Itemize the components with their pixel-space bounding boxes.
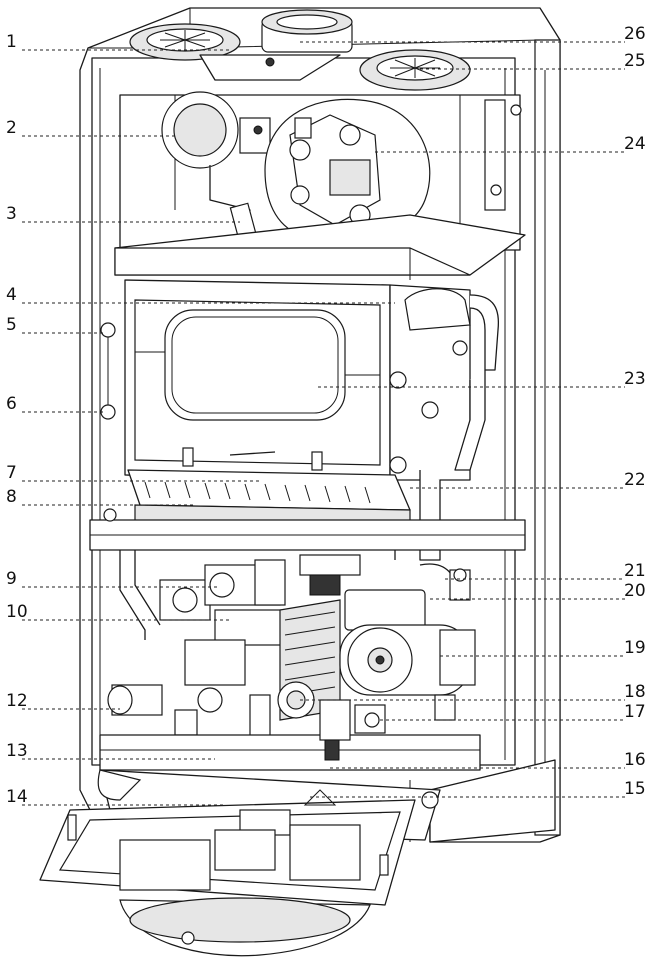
callout-17: 17 bbox=[624, 702, 646, 722]
callout-7: 7 bbox=[6, 463, 17, 483]
flue-outlets bbox=[129, 9, 471, 91]
circulation-pump bbox=[319, 563, 476, 761]
boiler-illustration bbox=[39, 7, 561, 957]
burner-assembly bbox=[89, 469, 526, 551]
callout-14: 14 bbox=[6, 787, 28, 807]
control-panel bbox=[39, 769, 441, 957]
callout-18: 18 bbox=[624, 682, 646, 702]
callout-4: 4 bbox=[6, 285, 17, 305]
combustion-hood bbox=[114, 214, 526, 280]
callout-15: 15 bbox=[624, 779, 646, 799]
callout-1: 1 bbox=[6, 32, 17, 52]
callout-2: 2 bbox=[6, 118, 17, 138]
callout-24: 24 bbox=[624, 134, 646, 154]
callout-6: 6 bbox=[6, 394, 17, 414]
callout-19: 19 bbox=[624, 638, 646, 658]
callout-9: 9 bbox=[6, 569, 17, 589]
callout-5: 5 bbox=[6, 315, 17, 335]
callout-3: 3 bbox=[6, 204, 17, 224]
callout-8: 8 bbox=[6, 487, 17, 507]
callout-22: 22 bbox=[624, 470, 646, 490]
callout-26: 26 bbox=[624, 24, 646, 44]
callout-23: 23 bbox=[624, 369, 646, 389]
fan-compartment bbox=[119, 91, 522, 251]
combustion-chamber bbox=[100, 279, 391, 481]
leader-lines bbox=[22, 41, 625, 806]
callout-12: 12 bbox=[6, 691, 28, 711]
callout-13: 13 bbox=[6, 741, 28, 761]
hydraulic-group bbox=[99, 550, 481, 771]
callout-21: 21 bbox=[624, 561, 646, 581]
callout-10: 10 bbox=[6, 602, 28, 622]
callout-16: 16 bbox=[624, 750, 646, 770]
callout-20: 20 bbox=[624, 581, 646, 601]
callout-25: 25 bbox=[624, 51, 646, 71]
callout-labels: 1 2 3 4 5 6 7 8 9 10 12 13 14 26 25 24 2… bbox=[6, 24, 646, 807]
